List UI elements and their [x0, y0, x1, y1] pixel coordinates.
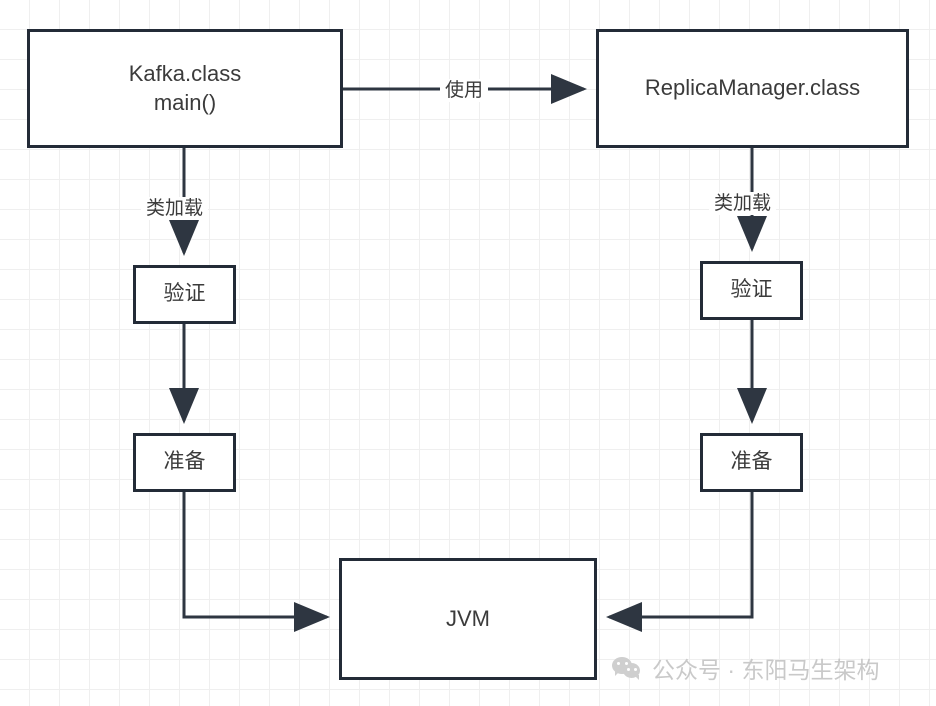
- node-verify-right[interactable]: 验证: [700, 261, 803, 320]
- node-verify-left-label: 验证: [163, 282, 206, 306]
- edge-label-classload-left: 类加载: [141, 197, 209, 220]
- node-verify-right-label: 验证: [730, 278, 773, 302]
- node-replica-manager[interactable]: ReplicaManager.class: [596, 29, 909, 148]
- node-replica-manager-label: ReplicaManager.class: [644, 75, 861, 101]
- edge-prepare-right-jvm: [606, 492, 754, 632]
- node-prepare-right-label: 准备: [730, 450, 773, 474]
- node-prepare-left-label: 准备: [163, 450, 206, 474]
- edge-label-classload-right: 类加载: [709, 192, 777, 215]
- node-prepare-left[interactable]: 准备: [133, 433, 236, 492]
- edge-prepare-left-jvm: [182, 492, 330, 632]
- edge-label-uses: 使用: [440, 79, 489, 102]
- node-verify-left[interactable]: 验证: [133, 265, 236, 324]
- watermark-text: 公众号 · 东阳马生架构: [652, 657, 880, 683]
- node-kafka-class-label: Kafka.class main(): [128, 61, 242, 115]
- node-jvm[interactable]: JVM: [339, 558, 597, 680]
- node-jvm-label: JVM: [446, 605, 490, 631]
- watermark: 公众号 · 东阳马生架构: [612, 651, 879, 685]
- wechat-icon: [612, 656, 642, 680]
- node-kafka-class[interactable]: Kafka.class main(): [27, 29, 343, 148]
- node-prepare-right[interactable]: 准备: [700, 433, 803, 492]
